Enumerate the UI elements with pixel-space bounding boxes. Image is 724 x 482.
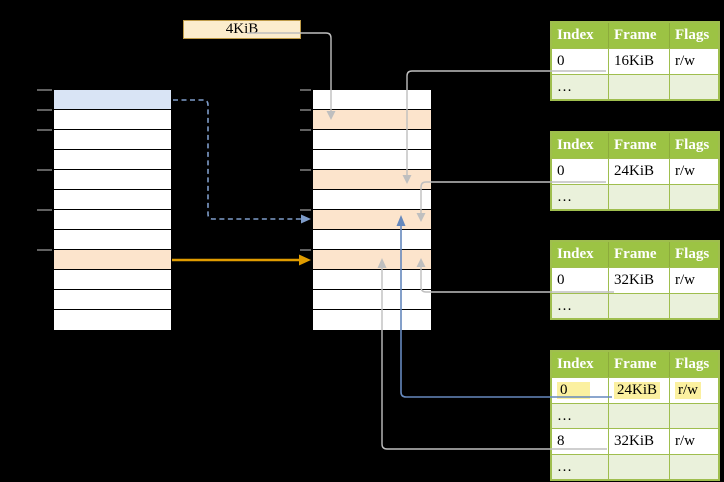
page-table-cell: r/w [670, 158, 718, 184]
physical-frame-page-table [313, 210, 431, 230]
frame-size-label: 4KiB [183, 20, 301, 39]
page-table-cell: 8 [552, 428, 609, 454]
virtual-page [54, 310, 171, 330]
virtual-page [54, 290, 171, 310]
physical-frame-page-table [313, 170, 431, 190]
virtual-page-orange [54, 250, 171, 270]
column-header-flags: Flags [675, 137, 710, 153]
physical-frame [313, 150, 431, 170]
virtual-memory-ticks [37, 89, 52, 251]
page-table-cell: 24KiB [609, 158, 670, 184]
pointer-virtual-blue-page-dashed [173, 99, 301, 220]
page-table-cell: r/w [670, 428, 718, 454]
page-table-cell: r/w [670, 267, 718, 293]
page-table-cell: r/w [670, 377, 718, 403]
page-table-cell: 32KiB [609, 267, 670, 293]
arrowhead-right-icon [299, 254, 311, 266]
column-header-index: Index [552, 133, 609, 158]
page-table-cell: … [552, 293, 609, 318]
page-table-cell [670, 403, 718, 428]
page-table-cell: 0 [552, 48, 609, 74]
page-table-row: … [552, 454, 718, 479]
virtual-page [54, 270, 171, 290]
column-header-flags: Flags [675, 27, 710, 43]
physical-memory-table [312, 89, 432, 331]
page-table-cell: … [552, 454, 609, 479]
virtual-page [54, 150, 171, 170]
physical-frame [313, 190, 431, 210]
physical-frame-page-table [313, 250, 431, 270]
page-table-cell [670, 293, 718, 318]
page-table-cell [609, 74, 670, 99]
page-table-cell [609, 184, 670, 209]
page-table-cell: 24KiB [609, 377, 670, 403]
page-table-cell: 0 [552, 158, 609, 184]
virtual-page [54, 210, 171, 230]
page-table-cell: … [552, 403, 609, 428]
virtual-memory-table [53, 89, 172, 331]
virtual-page-blue [54, 90, 171, 110]
virtual-page [54, 130, 171, 150]
physical-frame [313, 290, 431, 310]
virtual-page [54, 110, 171, 130]
page-table-row: … [552, 74, 718, 99]
page-table-cell: … [552, 74, 609, 99]
page-table-cell [609, 293, 670, 318]
physical-frame [313, 230, 431, 250]
arrowhead-right-icon [301, 214, 311, 224]
page-table-cell [670, 454, 718, 479]
physical-memory-ticks [300, 89, 311, 251]
page-table-row: … [552, 184, 718, 209]
column-header-frame: Frame [609, 133, 670, 158]
virtual-page [54, 170, 171, 190]
virtual-page [54, 230, 171, 250]
column-header-frame: Frame [609, 242, 670, 267]
page-table-cell [609, 403, 670, 428]
page-table-cell [670, 184, 718, 209]
page-table-cell [609, 454, 670, 479]
page-table-cell: 0 [552, 377, 609, 403]
page-table-cell: … [552, 184, 609, 209]
column-header-index: Index [552, 23, 609, 48]
page-table-cell [670, 74, 718, 99]
virtual-page [54, 190, 171, 210]
physical-frame [313, 90, 431, 110]
physical-frame [313, 270, 431, 290]
column-header-index: Index [552, 242, 609, 267]
page-table-row: … [552, 403, 718, 428]
page-table-row: … [552, 293, 718, 318]
page-table-cell: 32KiB [609, 428, 670, 454]
page-table-cell: 16KiB [609, 48, 670, 74]
column-header-frame: Frame [609, 352, 670, 377]
column-header-flags: Flags [675, 356, 710, 372]
physical-frame [313, 310, 431, 330]
page-table-cell: 0 [552, 267, 609, 293]
physical-frame-page-table [313, 110, 431, 130]
column-header-index: Index [552, 352, 609, 377]
page-table-cell: r/w [670, 48, 718, 74]
column-header-frame: Frame [609, 23, 670, 48]
physical-frame [313, 130, 431, 150]
column-header-flags: Flags [675, 246, 710, 262]
